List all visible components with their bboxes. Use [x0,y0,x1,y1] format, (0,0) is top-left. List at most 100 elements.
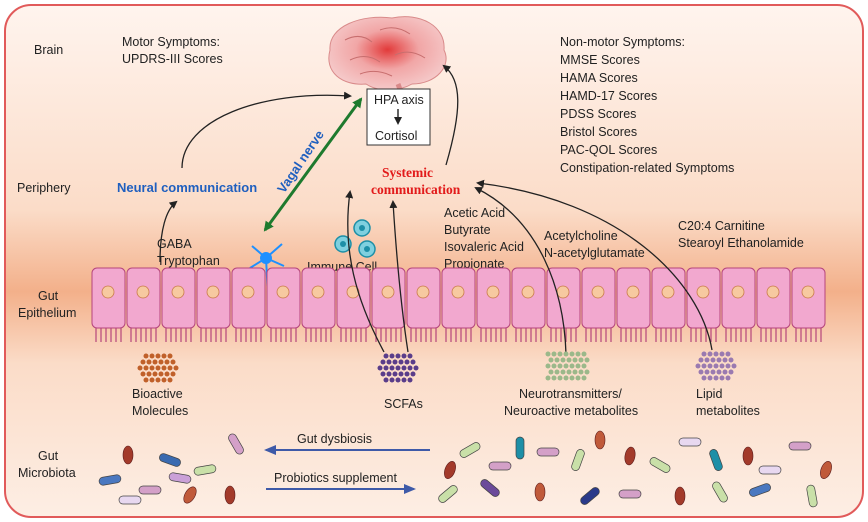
bacterium [618,489,642,499]
microbiota-bacteria [98,430,832,508]
bacterium [580,487,600,505]
gaba-arrow [159,200,178,263]
scfa-item: Isovaleric Acid [444,240,524,254]
bacterium [515,436,525,460]
epithelial-cell [756,267,791,342]
epithelial-cell [441,267,476,342]
epithelial-cell [721,267,756,342]
n-acetylglutamate-label: N-acetylglutamate [544,246,645,260]
lipid-label-2: metabolites [696,404,760,418]
lipid-arrow [476,179,713,351]
bacterium [749,483,771,497]
region-gut-epithelium-1: Gut [38,289,59,303]
bacterium [788,441,812,451]
bacterium [168,472,192,484]
bioactive-label-2: Molecules [132,404,188,418]
epithelial-cell [371,267,406,342]
bacterium [709,449,723,471]
bacterium [649,457,671,473]
epithelial-cell [511,267,546,342]
epithelial-cell [266,267,301,342]
bioactive-label-1: Bioactive [132,387,183,401]
frame [4,4,864,518]
bacterium [138,485,162,495]
epithelial-cell [406,267,441,342]
non-motor-item: Constipation-related Symptoms [560,161,734,175]
region-gut-epithelium-2: Epithelium [18,306,76,320]
neurotransmitter-dots [545,351,590,381]
bacterium [193,464,217,476]
bacterium [118,495,142,505]
hpa-axis-label: HPA axis [374,93,424,107]
motor-title: Motor Symptoms: [122,35,220,49]
neurotransmitters-label-1: Neurotransmitters/ [519,387,622,401]
hpa-box: HPA axis Cortisol [366,88,431,146]
bacterium [488,461,512,471]
scfa-arrow-right [389,200,409,353]
systemic-label-2: communication [371,182,461,197]
lipid-dots [695,351,737,381]
gaba-label: GABA [157,237,192,251]
non-motor-title: Non-motor Symptoms: [560,35,685,49]
epithelium-cells [91,267,826,342]
bacterium [536,447,560,457]
epithelial-cell [301,267,336,342]
epithelial-cell [91,267,126,342]
epithelial-cell [336,267,371,342]
probiotics-label: Probiotics supplement [274,471,398,485]
bacterium [438,485,458,503]
epithelial-cell [126,267,161,342]
non-motor-item: MMSE Scores [560,53,640,67]
non-motor-item: Bristol Scores [560,125,637,139]
bacterium [674,486,686,506]
bacterium [459,442,481,458]
bacterium [678,437,702,447]
bacterium [594,430,606,450]
bacterium [98,474,122,486]
neurotransmitter-arrow [474,187,567,355]
bacterium [534,482,546,502]
non-motor-item: PDSS Scores [560,107,636,121]
non-motor-item: HAMA Scores [560,71,638,85]
bacterium [758,465,782,475]
bacterium [159,453,181,467]
neurotransmitters-label-2: Neuroactive metabolites [504,404,638,418]
cortisol-label: Cortisol [375,129,417,143]
bacterium [624,446,636,466]
scfa-arrow-left [345,190,385,353]
c20-carnitine-label: C20:4 Carnitine [678,219,765,233]
bacterium [571,449,585,471]
epithelial-cell [791,267,826,342]
region-gut-microbiota-2: Microbiota [18,466,76,480]
region-periphery: Periphery [17,181,71,195]
immune-cells-icon [334,219,376,258]
bacterium [806,484,818,508]
non-motor-list: Non-motor Symptoms: MMSE Scores HAMA Sco… [560,35,734,175]
bacterium [712,481,728,503]
scfa-item: Acetic Acid [444,206,505,220]
region-gut-microbiota-1: Gut [38,449,59,463]
lipid-label-1: Lipid [696,387,722,401]
bacterium [742,446,754,466]
epithelial-cell [546,267,581,342]
vagal-nerve-arrow [263,97,363,232]
epithelial-cell [196,267,231,342]
tryptophan-label: Tryptophan [157,254,220,268]
systemic-arrow-up [442,64,459,166]
stearoyl-label: Stearoyl Ethanolamide [678,236,804,250]
systemic-label-1: Systemic [382,165,433,180]
bacterium [228,433,244,455]
scfa-dots [377,353,419,383]
bacterium [122,445,134,465]
scfas-label: SCFAs [384,397,423,411]
acetylcholine-label: Acetylcholine [544,229,618,243]
gut-dysbiosis-label: Gut dysbiosis [297,432,372,446]
neural-arrow-up [181,91,352,169]
bacterium [444,461,456,479]
epithelial-cell [616,267,651,342]
epithelial-cell [161,267,196,342]
epithelial-cell [686,267,721,342]
epithelial-cell [581,267,616,342]
